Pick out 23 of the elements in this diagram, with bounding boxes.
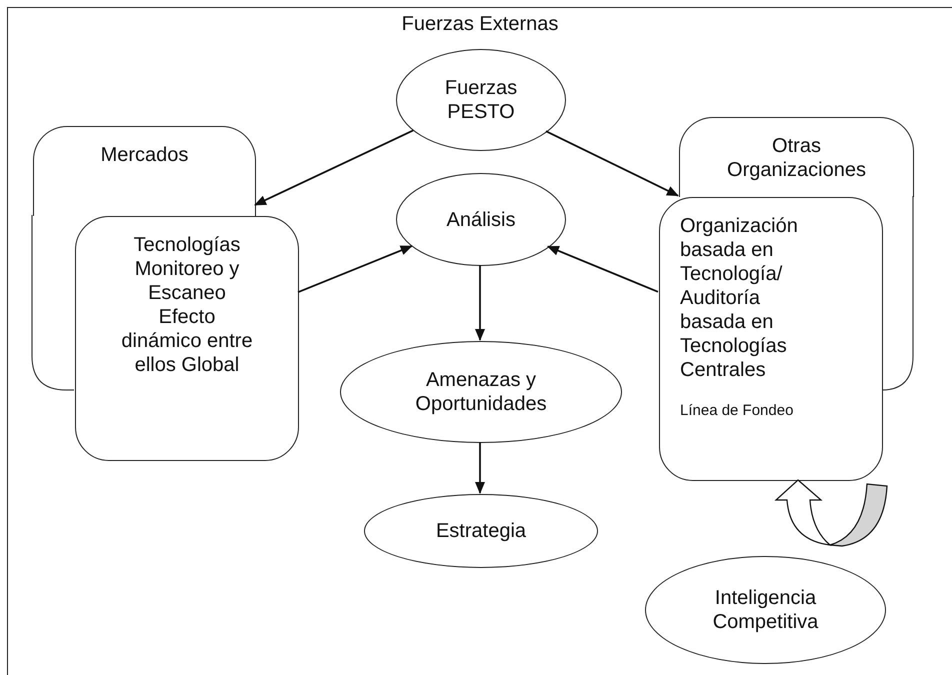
rounded-box: [75, 216, 299, 461]
arrow: [546, 130, 679, 196]
node-label: Organización basada en Tecnología/ Auditoría basada en Tecnologías Centrales: [680, 214, 799, 382]
rounded-box: [33, 126, 256, 216]
node-label: Mercados: [100, 143, 188, 167]
arrow: [475, 265, 485, 341]
arrow: [298, 245, 413, 293]
node-label: Tecnologías Monitoreo y Escaneo Efecto dinámico entre ellos Global: [120, 233, 254, 377]
node-label: Estrategia: [436, 519, 526, 543]
curved-block-arrow: [775, 479, 888, 547]
node-label: Amenazas y Oportunidades: [414, 368, 548, 416]
rounded-box: [679, 117, 914, 197]
arrow: [546, 246, 658, 293]
node-note: Línea de Fondeo: [680, 402, 794, 420]
rounded-box: [659, 197, 883, 481]
node-label: Fuerzas Externas: [402, 12, 558, 36]
arrow: [475, 442, 485, 494]
node-label: Fuerzas PESTO: [444, 76, 518, 124]
node-label: Inteligencia Competitiva: [712, 586, 820, 634]
arrow: [254, 130, 414, 206]
node-label: Otras Organizaciones: [726, 134, 867, 182]
frame-border: [7, 7, 952, 675]
node-label: Análisis: [446, 208, 516, 232]
